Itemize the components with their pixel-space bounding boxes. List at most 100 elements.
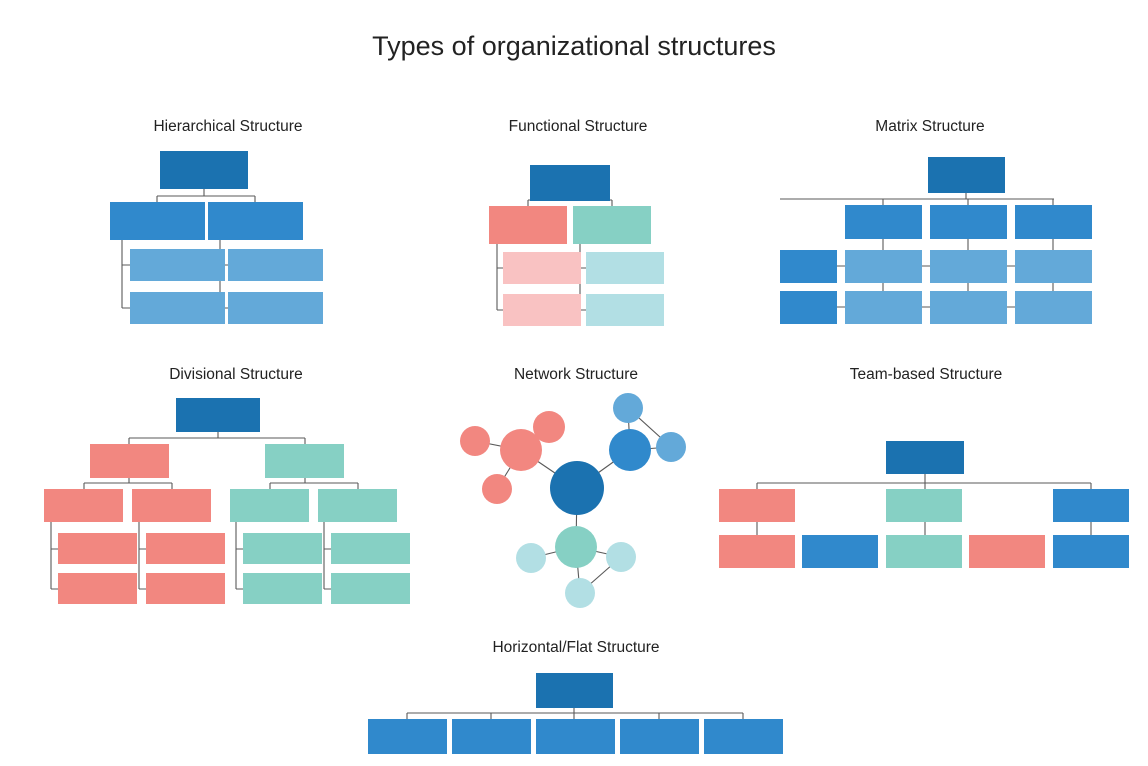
node-leaf-1-2-a[interactable]	[146, 533, 225, 564]
node-unit-3[interactable]	[536, 719, 615, 754]
node-leaf-1-1-b[interactable]	[58, 573, 137, 604]
network-node-sat-salmon-2[interactable]	[533, 411, 565, 443]
panel-network: Network Structure	[460, 366, 686, 608]
network-node-sat-teal-2[interactable]	[606, 542, 636, 572]
node-sub-2-2[interactable]	[318, 489, 397, 522]
node-leaf-2-1-a[interactable]	[243, 533, 322, 564]
node-branch-2[interactable]	[573, 206, 651, 244]
node-root[interactable]	[886, 441, 964, 474]
node-row-head-1[interactable]	[780, 250, 837, 283]
network-node-hub-blue[interactable]	[609, 429, 651, 471]
connector-line	[496, 244, 503, 311]
node-cell-1-3[interactable]	[1015, 250, 1092, 283]
node-division-1[interactable]	[90, 444, 169, 478]
node-leaf-2-2[interactable]	[586, 294, 664, 326]
connector-line	[406, 708, 744, 719]
network-node-sat-blue-1[interactable]	[613, 393, 643, 423]
node-branch-2[interactable]	[208, 202, 303, 240]
connector-line	[756, 474, 1092, 489]
node-unit-5[interactable]	[704, 719, 783, 754]
network-node-sat-teal-1[interactable]	[516, 543, 546, 573]
node-team-lead-2[interactable]	[886, 489, 962, 522]
node-member-1[interactable]	[719, 535, 795, 568]
connector-line	[882, 283, 1054, 291]
node-root[interactable]	[928, 157, 1005, 193]
connector-line	[269, 478, 359, 489]
node-leaf-1-1[interactable]	[503, 252, 581, 284]
node-member-4[interactable]	[969, 535, 1045, 568]
node-leaf-1-1-a[interactable]	[58, 533, 137, 564]
connector-line	[128, 432, 306, 444]
connector-line	[83, 478, 173, 489]
connector-line	[50, 522, 58, 590]
network-node-hub-salmon[interactable]	[500, 429, 542, 471]
node-unit-4[interactable]	[620, 719, 699, 754]
node-root[interactable]	[160, 151, 248, 189]
network-node-sat-salmon-1[interactable]	[460, 426, 490, 456]
network-node-hub-center[interactable]	[550, 461, 604, 515]
panel-hierarchical: Hierarchical Structure	[110, 118, 323, 324]
node-sub-2-1[interactable]	[230, 489, 309, 522]
node-cell-2-1[interactable]	[845, 291, 922, 324]
node-root[interactable]	[536, 673, 613, 708]
panel-horizontal-flat: Horizontal/Flat Structure	[368, 639, 783, 754]
node-member-3[interactable]	[886, 535, 962, 568]
node-leaf-2-2-a[interactable]	[331, 533, 410, 564]
panel-title-matrix: Matrix Structure	[875, 118, 984, 135]
node-unit-1[interactable]	[368, 719, 447, 754]
node-leaf-2-2[interactable]	[228, 292, 323, 324]
node-branch-1[interactable]	[110, 202, 205, 240]
node-member-5[interactable]	[1053, 535, 1129, 568]
node-member-2[interactable]	[802, 535, 878, 568]
node-root[interactable]	[176, 398, 260, 432]
node-col-head-3[interactable]	[1015, 205, 1092, 239]
network-node-sat-blue-2[interactable]	[656, 432, 686, 462]
panel-title-hierarchical: Hierarchical Structure	[153, 118, 302, 135]
node-leaf-2-1[interactable]	[586, 252, 664, 284]
node-leaf-1-2[interactable]	[130, 292, 225, 324]
node-cell-2-2[interactable]	[930, 291, 1007, 324]
panel-title-divisional: Divisional Structure	[169, 366, 303, 383]
node-col-head-1[interactable]	[845, 205, 922, 239]
node-division-2[interactable]	[265, 444, 344, 478]
panel-functional: Functional Structure	[489, 118, 664, 326]
node-cell-2-3[interactable]	[1015, 291, 1092, 324]
connector-line	[323, 522, 331, 590]
panels-layer: Hierarchical Structure Functional Structu…	[44, 118, 1129, 754]
network-node-hub-teal[interactable]	[555, 526, 597, 568]
node-cell-1-1[interactable]	[845, 250, 922, 283]
node-leaf-1-2[interactable]	[503, 294, 581, 326]
panel-team-based: Team-based Structure	[719, 366, 1129, 568]
node-sub-1-2[interactable]	[132, 489, 211, 522]
node-leaf-2-1[interactable]	[228, 249, 323, 281]
node-leaf-2-2-b[interactable]	[331, 573, 410, 604]
connector-line	[756, 522, 1092, 535]
node-team-lead-3[interactable]	[1053, 489, 1129, 522]
panel-title-network: Network Structure	[514, 366, 638, 383]
node-leaf-2-1-b[interactable]	[243, 573, 322, 604]
node-sub-1-1[interactable]	[44, 489, 123, 522]
panel-matrix: Matrix Structure	[780, 118, 1092, 324]
node-leaf-1-1[interactable]	[130, 249, 225, 281]
node-team-lead-1[interactable]	[719, 489, 795, 522]
network-node-sat-salmon-3[interactable]	[482, 474, 512, 504]
node-leaf-1-2-b[interactable]	[146, 573, 225, 604]
network-node-sat-teal-3[interactable]	[565, 578, 595, 608]
node-branch-1[interactable]	[489, 206, 567, 244]
connector-line	[235, 522, 243, 590]
connector-line	[882, 239, 1054, 250]
node-col-head-2[interactable]	[930, 205, 1007, 239]
panel-title-team-based: Team-based Structure	[850, 366, 1003, 383]
connector-line	[138, 522, 146, 590]
node-unit-2[interactable]	[452, 719, 531, 754]
panel-title-horizontal-flat: Horizontal/Flat Structure	[492, 639, 659, 656]
connector-line	[121, 240, 130, 309]
node-cell-1-2[interactable]	[930, 250, 1007, 283]
page-title: Types of organizational structures	[372, 31, 776, 61]
node-root[interactable]	[530, 165, 610, 201]
node-row-head-2[interactable]	[780, 291, 837, 324]
panel-divisional: Divisional Structure	[44, 366, 410, 604]
